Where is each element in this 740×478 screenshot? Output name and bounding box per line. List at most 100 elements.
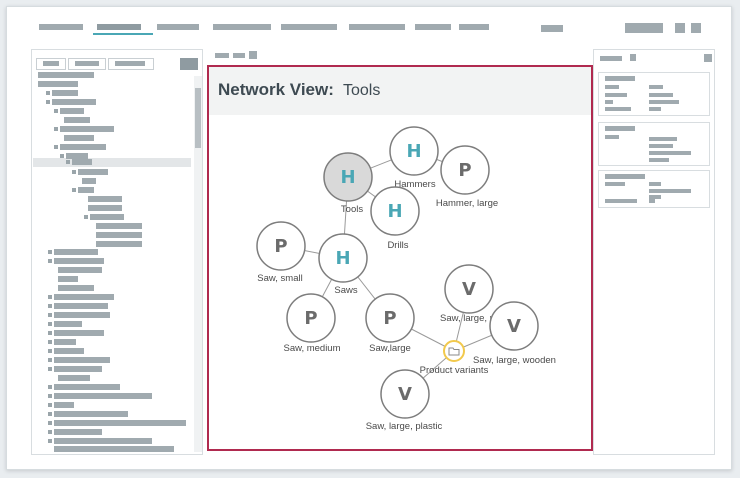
nav-item[interactable]	[157, 24, 199, 30]
tree-item[interactable]	[60, 108, 84, 114]
node-label: Saw, small	[257, 273, 302, 284]
tree-item[interactable]	[58, 267, 102, 273]
toolbar-icon[interactable]	[691, 23, 701, 33]
tree-tab[interactable]	[36, 58, 66, 70]
tree-scrollbar[interactable]	[194, 76, 202, 452]
tree-item[interactable]	[60, 126, 114, 132]
tree-item[interactable]	[54, 446, 174, 452]
tree-item[interactable]	[54, 258, 104, 264]
node-circle[interactable]	[440, 145, 490, 195]
tree-item[interactable]	[78, 187, 94, 193]
node-circle[interactable]	[380, 369, 430, 419]
tree-item[interactable]	[54, 294, 114, 300]
view-tab[interactable]	[249, 51, 257, 59]
tree-item[interactable]	[90, 214, 124, 220]
node-circle[interactable]	[318, 233, 368, 283]
nav-item[interactable]	[459, 24, 489, 30]
node-circle[interactable]	[444, 264, 494, 314]
toolbar-icon[interactable]	[675, 23, 685, 33]
tree-item[interactable]	[54, 330, 104, 336]
product-variants-node[interactable]: Product variants	[420, 340, 489, 376]
view-tab[interactable]	[215, 53, 229, 58]
tree-item[interactable]	[58, 285, 94, 291]
tree-item[interactable]	[54, 438, 152, 444]
network-view-title: Network View:	[218, 80, 334, 99]
node-label: Saw,large	[369, 343, 411, 354]
panel-icon[interactable]	[704, 54, 712, 62]
scrollbar-thumb[interactable]	[195, 88, 201, 148]
tree-item[interactable]	[54, 393, 152, 399]
view-tab[interactable]	[233, 53, 245, 58]
node-saw-large[interactable]: P Saw,large	[365, 293, 415, 354]
tree-tab[interactable]	[108, 58, 154, 70]
tree-item[interactable]	[54, 321, 82, 327]
tree-item[interactable]	[78, 169, 108, 175]
tree-item[interactable]	[96, 223, 142, 229]
tree-item[interactable]	[54, 402, 74, 408]
panel-icon[interactable]	[630, 54, 636, 61]
tree-item[interactable]	[58, 276, 78, 282]
node-circle[interactable]	[365, 293, 415, 343]
tree-item[interactable]	[96, 232, 142, 238]
node-circle[interactable]	[389, 126, 439, 176]
tree-item[interactable]	[64, 135, 94, 141]
tree-item[interactable]	[54, 249, 98, 255]
node-circle[interactable]	[489, 301, 539, 351]
tree-item[interactable]	[96, 241, 142, 247]
tree-item[interactable]	[54, 303, 108, 309]
tree-item[interactable]	[88, 196, 122, 202]
node-circle[interactable]	[256, 221, 306, 271]
tree-item[interactable]	[38, 81, 78, 87]
nav-item[interactable]	[281, 24, 337, 30]
nav-item[interactable]	[349, 24, 405, 30]
tree-toolbar-button[interactable]	[180, 58, 198, 70]
tree-item[interactable]	[54, 366, 102, 372]
tree-item[interactable]	[54, 411, 128, 417]
tree-item[interactable]	[54, 339, 76, 345]
tree-item[interactable]	[52, 99, 96, 105]
tree-item[interactable]	[64, 117, 90, 123]
search-field[interactable]	[541, 25, 563, 32]
tree-item[interactable]	[54, 348, 84, 354]
node-type-letter: P	[304, 308, 317, 329]
nav-item[interactable]	[415, 24, 451, 30]
node-type-letter: P	[383, 308, 396, 329]
node-circle[interactable]	[370, 186, 420, 236]
node-label: Tools	[341, 204, 363, 215]
tree-item[interactable]	[54, 384, 120, 390]
tree-item[interactable]	[54, 420, 186, 426]
tree-item[interactable]	[54, 312, 110, 318]
toolbar-button[interactable]	[625, 23, 663, 33]
tree-item[interactable]	[38, 72, 94, 78]
nav-item-active[interactable]	[97, 24, 141, 30]
nav-active-underline	[93, 33, 153, 35]
tree-item[interactable]	[52, 90, 78, 96]
tree-item[interactable]	[54, 357, 110, 363]
nav-item[interactable]	[39, 24, 83, 30]
tree-item[interactable]	[66, 153, 88, 159]
product-variants-circle[interactable]	[443, 340, 465, 362]
tree-item[interactable]	[58, 375, 90, 381]
node-type-letter: V	[507, 316, 521, 337]
tree-item[interactable]	[88, 205, 122, 211]
tree-item[interactable]	[82, 178, 96, 184]
node-circle[interactable]	[286, 293, 336, 343]
nav-item[interactable]	[213, 24, 271, 30]
tree-item[interactable]	[54, 429, 102, 435]
tree-tab[interactable]	[68, 58, 106, 70]
tree-item[interactable]	[72, 159, 92, 165]
node-circle[interactable]	[323, 152, 373, 202]
tree-row-selected[interactable]	[33, 158, 191, 167]
tree-item[interactable]	[60, 144, 106, 150]
